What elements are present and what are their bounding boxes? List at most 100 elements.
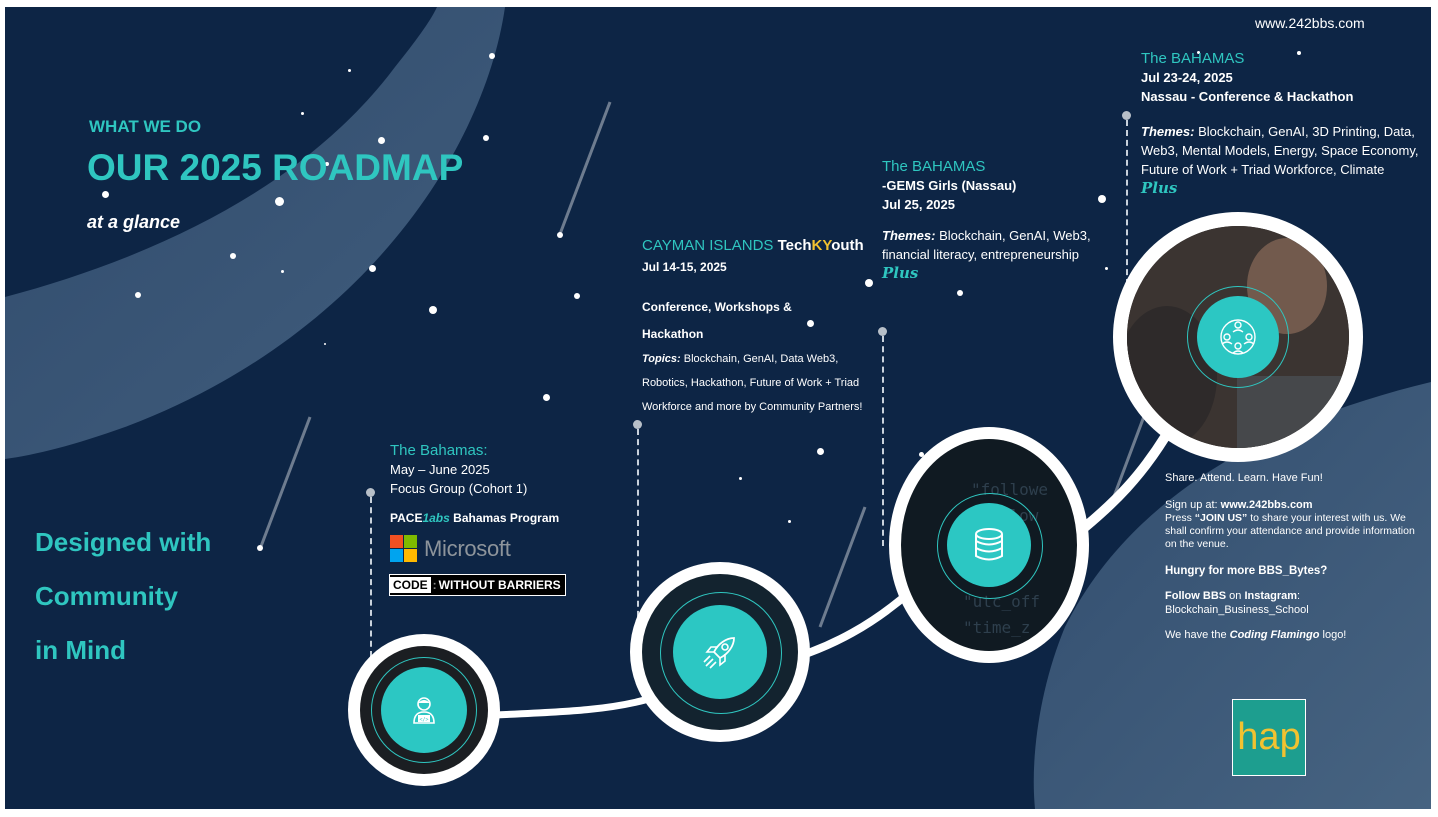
roadmap-node-1[interactable]: </> [348, 634, 500, 786]
connector-cap [633, 420, 642, 429]
node-1-ring [371, 657, 477, 763]
node-4-core [1197, 296, 1279, 378]
stop-1-program: PACE1abs Bahamas Program [390, 509, 610, 528]
code-without-barriers-logo: CODE:WITHOUT BARRIERS [389, 574, 566, 596]
microsoft-wordmark: Microsoft [424, 535, 511, 561]
star [574, 293, 580, 299]
star [483, 135, 489, 141]
signup-link[interactable]: www.242bbs.com [1220, 499, 1313, 511]
star [557, 232, 563, 238]
node-1-core: </> [381, 667, 467, 753]
star [378, 137, 385, 144]
star [429, 306, 437, 314]
connector-cap [366, 488, 375, 497]
star [281, 270, 284, 273]
microsoft-squares-icon [390, 535, 417, 562]
star [230, 253, 236, 259]
microsoft-logo: Microsoft [390, 535, 511, 562]
tagline: Designed with Community in Mind [35, 515, 211, 677]
svg-text:</>: </> [419, 717, 428, 723]
stop-3-info: The BAHAMAS -GEMS Girls (Nassau) Jul 25,… [882, 157, 1112, 283]
stop-1-dates: May – June 2025 [390, 462, 490, 477]
connector-line [370, 497, 372, 657]
press-line: Press “JOIN US” to share your interest w… [1165, 512, 1420, 551]
stop-1-place: The Bahamas: [390, 442, 488, 459]
star [301, 112, 304, 115]
star [135, 292, 141, 298]
stop-2-topics: Topics: Blockchain, GenAI, Data Web3, Ro… [642, 347, 872, 419]
roadmap-node-4[interactable] [1113, 212, 1363, 462]
node-2-ring [660, 592, 782, 714]
node-2-core [673, 605, 767, 699]
connector-line [1126, 120, 1128, 285]
connector-line [882, 336, 884, 546]
connector-cap [1122, 111, 1131, 120]
topics-text: Blockchain, GenAI, Data Web3, Robotics, … [642, 353, 863, 413]
eyebrow-heading: WHAT WE DO [89, 117, 202, 136]
logo-suffix: logo! [1319, 629, 1347, 641]
stop-2-event-line-1: Conference, Workshops & [642, 300, 792, 314]
stop-1-event: Focus Group (Cohort 1) [390, 481, 528, 496]
star [807, 320, 814, 327]
themes-text: Blockchain, GenAI, 3D Printing, Data, We… [1141, 124, 1419, 177]
tagline-line-3: in Mind [35, 635, 126, 665]
star [102, 191, 109, 198]
connector-line [637, 429, 639, 627]
site-url[interactable]: www.242bbs.com [1255, 15, 1365, 31]
stop-4-place: The BAHAMAS [1141, 50, 1245, 67]
cwb-code: CODE [390, 577, 431, 593]
roadmap-slide: www.242bbs.com WHAT WE DO OUR 2025 ROADM… [5, 7, 1431, 809]
themes-label: Themes: [1141, 124, 1195, 139]
tagline-line-2: Community [35, 581, 178, 611]
star [348, 69, 351, 72]
star [489, 53, 495, 59]
signup-prefix: Sign up at: [1165, 499, 1221, 511]
star [324, 343, 326, 345]
instagram-handle[interactable]: Blockchain_Business_School [1165, 604, 1309, 616]
stop-1-info: The Bahamas: May – June 2025 Focus Group… [390, 441, 610, 528]
sidebar-info: Share. Attend. Learn. Have Fun! Sign up … [1165, 471, 1420, 655]
connector-cap [878, 327, 887, 336]
svg-text:"time_z: "time_z [963, 618, 1030, 637]
stop-2-dates: Jul 14-15, 2025 [642, 260, 727, 274]
star [788, 520, 791, 523]
roadmap-node-2[interactable] [630, 562, 810, 742]
program-prefix: PACE [390, 511, 423, 525]
roadmap-node-3[interactable]: "followe "follow "utc_off "time_z [889, 427, 1089, 663]
coder-icon: </> [413, 697, 435, 724]
database-icon [975, 528, 1003, 561]
star [1197, 51, 1200, 54]
stop-4-plus: Plus [1141, 179, 1178, 197]
program-italic: 1abs [422, 511, 450, 525]
stop-2-heading: CAYMAN ISLANDS TechKYouth [642, 236, 872, 257]
stop-4-event: Nassau - Conference & Hackathon [1141, 89, 1354, 104]
page-title: OUR 2025 ROADMAP [87, 147, 464, 188]
share-text: Share. Attend. Learn. Have Fun! [1165, 472, 1323, 484]
star [1297, 51, 1301, 55]
star [369, 265, 376, 272]
logo-line: We have the Coding Flamingo logo! [1165, 628, 1420, 642]
star [1098, 195, 1106, 203]
signup-line: Sign up at: www.242bbs.com [1165, 498, 1420, 512]
stop-4-themes: Themes: Blockchain, GenAI, 3D Printing, … [1141, 122, 1423, 198]
stop-3-plus: Plus [882, 264, 919, 282]
cwb-rest: WITHOUT BARRIERS [438, 578, 561, 592]
tagline-line-1: Designed with [35, 527, 212, 557]
instagram-link[interactable]: Instagram [1244, 590, 1298, 602]
node-3-ring [937, 493, 1043, 599]
stop-2-place: CAYMAN ISLANDS [642, 237, 778, 254]
star [957, 290, 963, 296]
star [543, 394, 550, 401]
stop-3-dates: Jul 25, 2025 [882, 197, 955, 212]
themes-text: Blockchain, GenAI, Web3, financial liter… [882, 228, 1091, 262]
follow-suffix: : [1297, 590, 1301, 602]
background-swooshes [5, 7, 1431, 809]
program-suffix: Bahamas Program [449, 511, 560, 525]
node-4-ring [1187, 286, 1289, 388]
join-us-button[interactable]: “JOIN US” [1194, 512, 1248, 524]
techkyouth-c: outh [831, 237, 864, 254]
themes-label: Themes: [882, 228, 936, 243]
star [257, 545, 263, 551]
stop-3-event: -GEMS Girls (Nassau) [882, 178, 1017, 193]
hungry-text: Hungry for more BBS_Bytes? [1165, 565, 1328, 577]
